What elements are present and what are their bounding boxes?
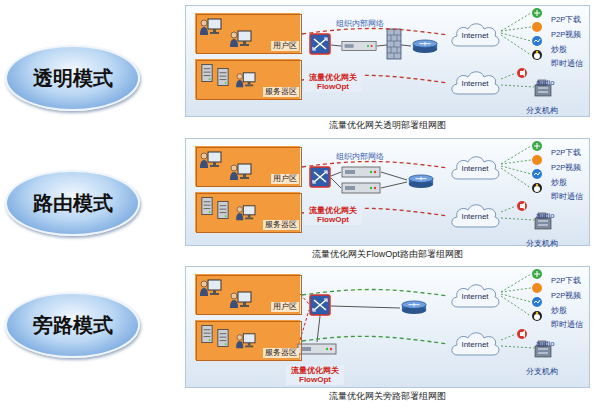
label-slot: 即时通信: [551, 313, 583, 331]
app-label: 分支机构: [526, 106, 558, 115]
app-label: P2P视频: [551, 291, 581, 300]
cloud-label: Internet: [461, 212, 488, 221]
zone-box: 服务器区: [196, 60, 302, 100]
deployment-panel: 流量优化网关FlowOpt路由部署组网图用户区服务器区流量优化网关 FlowOp…: [185, 138, 590, 246]
label-slot: 组织内部网络: [336, 145, 384, 163]
gateway-label: 流量优化网关 FlowOpt: [305, 206, 361, 224]
cloud-shape: [452, 205, 499, 227]
app-label: P2P视频: [551, 30, 581, 39]
label-slot: audio: [536, 332, 554, 350]
app-label: P2P下载: [551, 276, 581, 285]
app-label: 炒股: [551, 306, 567, 315]
label-slot: 即时通信: [551, 185, 583, 203]
label-slot: 即时通信: [551, 52, 583, 70]
label-slot: 炒股: [551, 299, 567, 317]
cloud-label: Internet: [461, 340, 488, 349]
deployment-panel: 流量优化网关旁路部署组网图用户区服务器区流量优化网关 FlowOptIntern…: [185, 266, 590, 388]
gateway-label: 流量优化网关 FlowOpt: [287, 366, 343, 384]
network-label: 组织内部网络: [336, 152, 384, 161]
label-slot: 分支机构: [526, 360, 558, 378]
cloud-label: Internet: [461, 79, 488, 88]
label-slot: P2P下载: [551, 8, 581, 26]
label-slot: 分支机构: [526, 99, 558, 117]
label-slot: 分支机构: [526, 232, 558, 250]
app-label: 即时通信: [551, 320, 583, 329]
panel-caption: 流量优化网关旁路部署组网图: [186, 390, 589, 403]
panel-caption: 流量优化网关FlowOpt路由部署组网图: [186, 248, 589, 261]
cloud-label: Internet: [461, 292, 488, 301]
traffic-connector: [302, 289, 448, 296]
mode-ellipse: 路由模式: [5, 170, 140, 236]
label-slot: P2P下载: [551, 269, 581, 287]
zone-label: 服务器区: [263, 348, 299, 358]
internet-cloud: Internet: [448, 20, 502, 50]
label-slot: audio: [536, 204, 554, 222]
gateway-device: 流量优化网关 FlowOpt: [304, 205, 362, 225]
app-label: P2P下载: [551, 15, 581, 24]
traffic-connector: [302, 336, 448, 344]
cloud-shape: [452, 24, 499, 46]
mode-label: 旁路模式: [33, 312, 113, 339]
mode-label: 路由模式: [33, 190, 113, 217]
zone-box: 用户区: [196, 14, 302, 54]
internet-cloud: Internet: [448, 201, 502, 231]
panel-caption: 流量优化网关透明部署组网图: [186, 119, 589, 132]
label-slot: 炒股: [551, 171, 567, 189]
app-label: audio: [536, 78, 554, 87]
zone-box: 用户区: [196, 275, 302, 315]
label-slot: P2P视频: [551, 23, 581, 41]
gateway-device: 流量优化网关 FlowOpt: [286, 365, 344, 385]
zone-box: 服务器区: [196, 321, 302, 361]
label-slot: 炒股: [551, 38, 567, 56]
app-label: audio: [536, 211, 554, 220]
label-slot: audio: [536, 71, 554, 89]
app-label: 即时通信: [551, 59, 583, 68]
internet-cloud: Internet: [448, 68, 502, 98]
app-label: P2P视频: [551, 163, 581, 172]
label-slot: 组织内部网络: [336, 12, 384, 30]
app-label: 即时通信: [551, 192, 583, 201]
cloud-shape: [452, 333, 499, 355]
cloud-shape: [452, 72, 499, 94]
mode-ellipse: 旁路模式: [5, 292, 140, 358]
gateway-device: 流量优化网关 FlowOpt: [304, 72, 362, 92]
zone-label: 用户区: [271, 174, 299, 184]
internet-cloud: Internet: [448, 329, 502, 359]
gateway-label: 流量优化网关 FlowOpt: [305, 73, 361, 91]
label-slot: P2P下载: [551, 141, 581, 159]
zone-label: 服务器区: [263, 87, 299, 97]
app-label: 分支机构: [526, 367, 558, 376]
traffic-connector: [302, 161, 448, 168]
zone-box: 服务器区: [196, 193, 302, 233]
zone-label: 用户区: [271, 41, 299, 51]
app-label: audio: [536, 339, 554, 348]
cloud-shape: [452, 157, 499, 179]
traffic-connector: [302, 28, 448, 35]
cloud-shape: [452, 285, 499, 307]
zone-box: 用户区: [196, 147, 302, 187]
zone-label: 用户区: [271, 302, 299, 312]
mode-ellipse: 透明模式: [5, 45, 140, 111]
app-label: 分支机构: [526, 239, 558, 248]
app-label: 炒股: [551, 178, 567, 187]
internet-cloud: Internet: [448, 281, 502, 311]
cloud-label: Internet: [461, 31, 488, 40]
label-slot: P2P视频: [551, 156, 581, 174]
app-label: 炒股: [551, 45, 567, 54]
internet-cloud: Internet: [448, 153, 502, 183]
label-slot: P2P视频: [551, 284, 581, 302]
app-label: P2P下载: [551, 148, 581, 157]
network-label: 组织内部网络: [336, 19, 384, 28]
deployment-panel: 流量优化网关透明部署组网图用户区服务器区流量优化网关 FlowOptIntern…: [185, 5, 590, 117]
mode-label: 透明模式: [33, 65, 113, 92]
cloud-label: Internet: [461, 164, 488, 173]
zone-label: 服务器区: [263, 220, 299, 230]
